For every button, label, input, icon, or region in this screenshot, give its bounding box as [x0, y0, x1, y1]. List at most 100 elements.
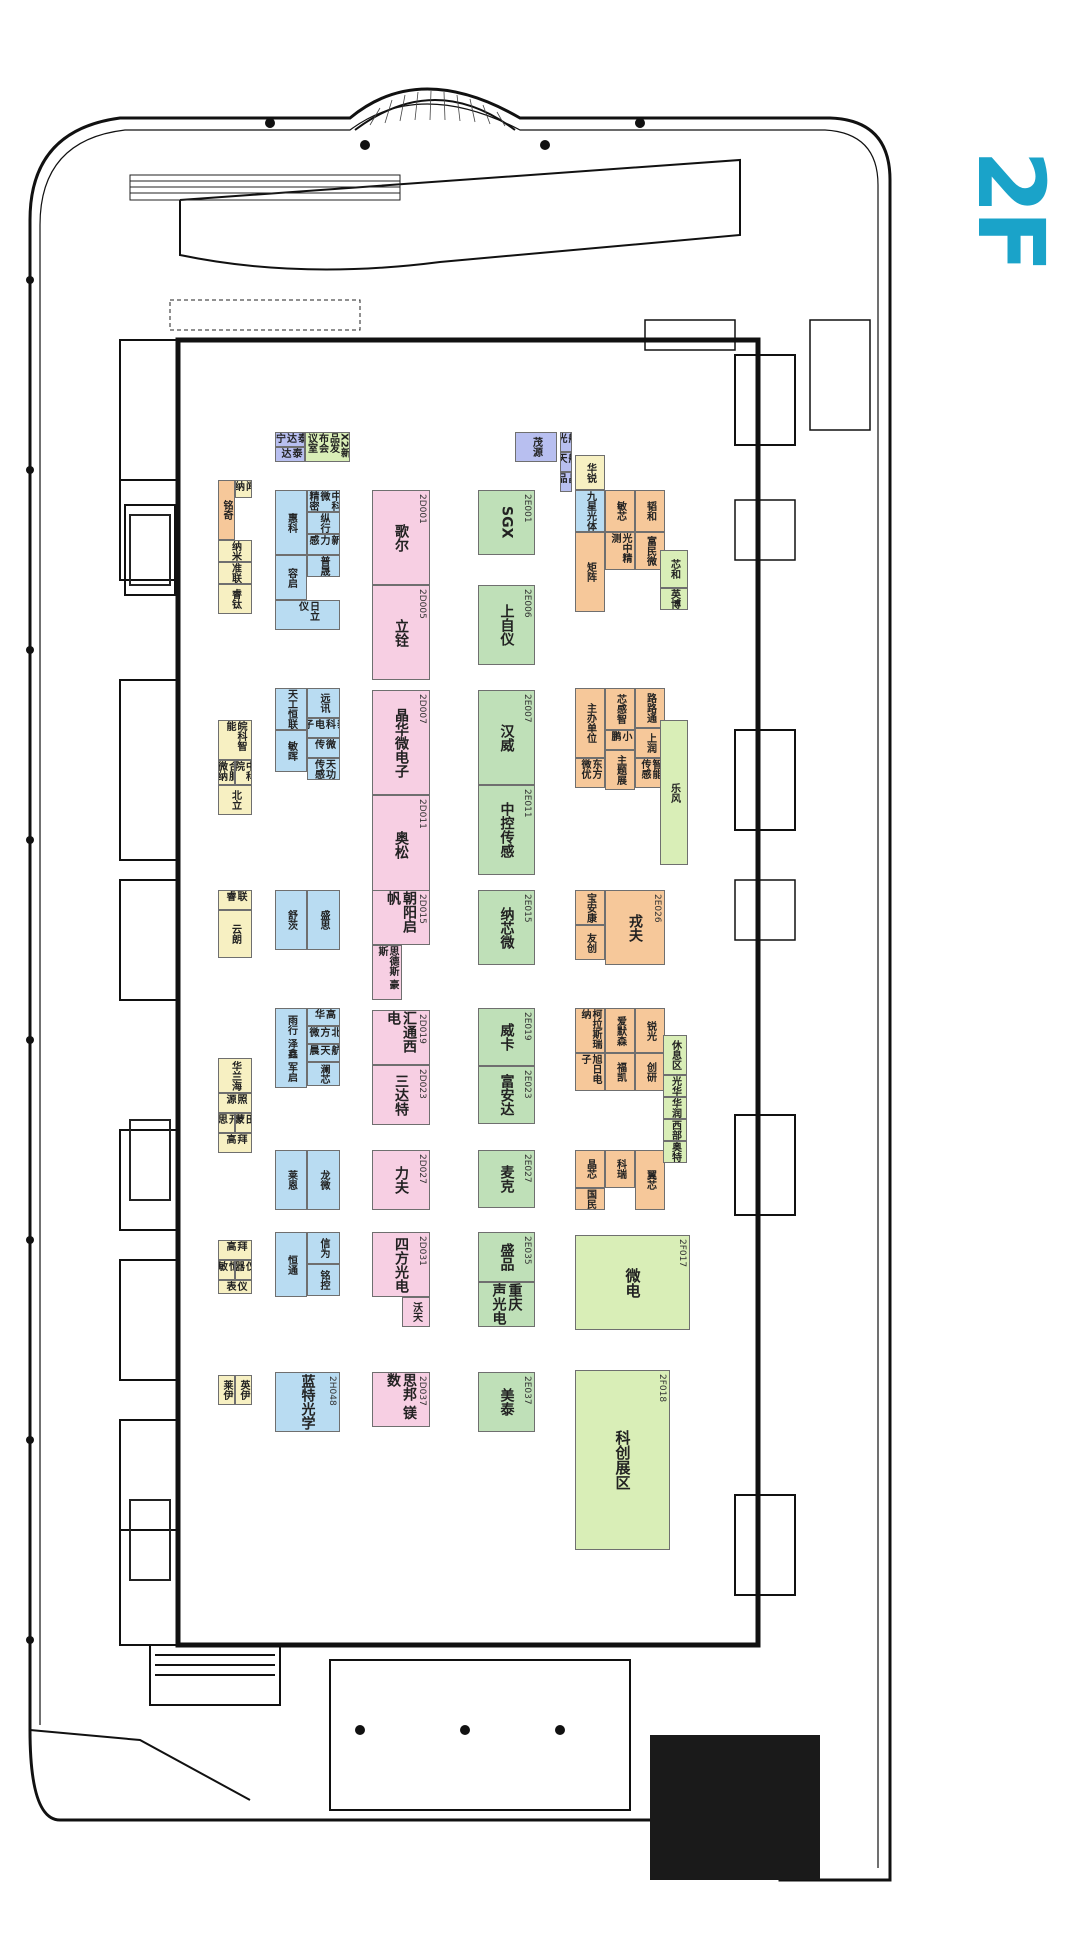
- booth-2e027[interactable]: 柯拉斯瑞纳: [575, 1008, 605, 1053]
- booth-2e032[interactable]: 爱默森: [605, 1008, 635, 1053]
- booth-2g009[interactable]: 泰达: [275, 447, 305, 462]
- booth-2h001[interactable]: 惠科: [275, 490, 307, 555]
- booth-2h041[interactable]: 龙微: [307, 1150, 340, 1210]
- booth-2a018[interactable]: 田蒙: [235, 1113, 252, 1133]
- booth-2e001[interactable]: 矩阵: [575, 532, 605, 612]
- booth-2e010[interactable]: 芯感智: [605, 688, 635, 730]
- booth-2h009-1[interactable]: 普晟: [307, 555, 340, 577]
- booth-2h009-2[interactable]: 日立仪: [275, 600, 340, 630]
- booth-2a056[interactable]: 华锐: [575, 455, 605, 490]
- booth-2h034[interactable]: 航天晨: [307, 1044, 340, 1062]
- booth-2f014[interactable]: 华润: [663, 1097, 687, 1119]
- booth-2e041[interactable]: 国民: [575, 1188, 605, 1210]
- booth-2g003[interactable]: 晶品: [560, 472, 572, 492]
- booth-2e036[interactable]: 锐光: [635, 1008, 665, 1053]
- booth-2h025[interactable]: 盛思: [307, 890, 340, 950]
- booth-2h033[interactable]: 北方微: [307, 1026, 340, 1044]
- booth-2a021[interactable]: 拜高: [218, 1240, 252, 1260]
- booth-2e031[interactable]: 旭日电子: [575, 1053, 605, 1091]
- booth-2h035[interactable]: 澜芯: [307, 1062, 340, 1086]
- booth-2h014[interactable]: 敏晖: [275, 730, 307, 772]
- booth-2h017[interactable]: 远讯: [307, 688, 340, 718]
- booth-2e043[interactable]: 翼芯: [635, 1150, 665, 1210]
- booth-2e014[interactable]: 东方微优: [575, 758, 605, 788]
- booth-2e005[interactable]: 韬和: [635, 490, 665, 532]
- booth-2h005[interactable]: 中科微 精密: [307, 490, 340, 512]
- booth-2h021[interactable]: 舒茨: [275, 890, 307, 950]
- booth-2a011[interactable]: 北立: [218, 785, 252, 815]
- booth-2f004[interactable]: 英博: [660, 588, 688, 610]
- booth-2a010[interactable]: 中科院: [235, 760, 252, 785]
- booth-2a014[interactable]: 华兰海: [218, 1058, 252, 1093]
- booth-2h045[interactable]: 信为: [307, 1232, 340, 1264]
- booth-2a016[interactable]: 照源: [218, 1093, 252, 1113]
- booth-2g006[interactable]: 泰达宁: [275, 432, 305, 447]
- booth-2e041[interactable]: 重庆 声光电: [478, 1282, 535, 1327]
- booth-2h036[interactable]: 莱恩: [275, 1150, 307, 1210]
- booth-2a013[interactable]: 云朗: [218, 910, 252, 958]
- booth-2h031[interactable]: 高华: [307, 1008, 340, 1026]
- booth-2g010[interactable]: 茂源: [515, 432, 557, 462]
- booth-2f005[interactable]: 乐风: [660, 720, 688, 865]
- booth-2a022[interactable]: 恒敏: [218, 1260, 235, 1280]
- booth-2h007[interactable]: 新力感: [307, 534, 340, 555]
- booth-2h027[interactable]: 雨行 泽鑫 军启: [275, 1008, 307, 1088]
- booth-2a001[interactable]: 慧闻纳米: [235, 480, 252, 498]
- booth-2a051[interactable]: 英伊: [235, 1375, 252, 1405]
- booth-2f012[interactable]: 光华: [663, 1075, 687, 1097]
- booth-2e019[interactable]: 主题展: [605, 750, 635, 790]
- booth-2h019[interactable]: 微传: [307, 738, 340, 758]
- booth-2f001[interactable]: 芯和: [660, 550, 688, 588]
- booth-2a023[interactable]: 仪器: [235, 1260, 252, 1280]
- booth-2h020[interactable]: 天功传感: [307, 758, 340, 780]
- booth-2e037[interactable]: 创研: [635, 1053, 665, 1091]
- booth-2e035[interactable]: 福凯: [605, 1053, 635, 1091]
- booth-2e003[interactable]: 敏芯: [605, 490, 635, 532]
- booth-2h042[interactable]: 恒通: [275, 1232, 307, 1297]
- booth-2d017[interactable]: 思德斯 豪斯: [372, 945, 402, 1000]
- booth-2h018[interactable]: 泰科电子: [307, 718, 340, 738]
- booth-2e042[interactable]: 科瑞: [605, 1150, 635, 1188]
- booth-2h008[interactable]: 容启: [275, 555, 307, 600]
- booth-2h047[interactable]: 铭控: [307, 1264, 340, 1296]
- booth-2e015[interactable]: 小鹏: [605, 730, 635, 750]
- booth-2e002[interactable]: 光中精测: [605, 532, 635, 570]
- booth-2a012[interactable]: 联睿: [218, 890, 252, 910]
- booth-2e013[interactable]: 主办单位: [575, 688, 605, 758]
- booth-2h006[interactable]: 纵行: [307, 512, 340, 534]
- booth-2e045[interactable]: 铭奇: [218, 480, 235, 540]
- booth-2h051[interactable]: 九星光体: [575, 490, 605, 532]
- booth-2a026[interactable]: 莱伊: [218, 1375, 235, 1405]
- booth-2f007[interactable]: 休息区: [663, 1035, 687, 1075]
- booth-2d035[interactable]: 沃天: [402, 1297, 430, 1327]
- booth-2e022[interactable]: 宝安康: [575, 890, 605, 925]
- booth-2f016[interactable]: 奥特: [663, 1141, 687, 1163]
- booth-2h013[interactable]: 天工恒联: [275, 688, 307, 730]
- booth-2a006[interactable]: 皖科智能: [218, 720, 252, 760]
- booth-2a003[interactable]: 纳米: [218, 540, 252, 562]
- booth-2a024[interactable]: 仪表: [218, 1280, 252, 1294]
- booth-2a019[interactable]: 开思: [218, 1113, 235, 1133]
- booth-2a020[interactable]: 拜高: [218, 1133, 252, 1153]
- booth-2a008[interactable]: 合肥微纳: [218, 760, 235, 785]
